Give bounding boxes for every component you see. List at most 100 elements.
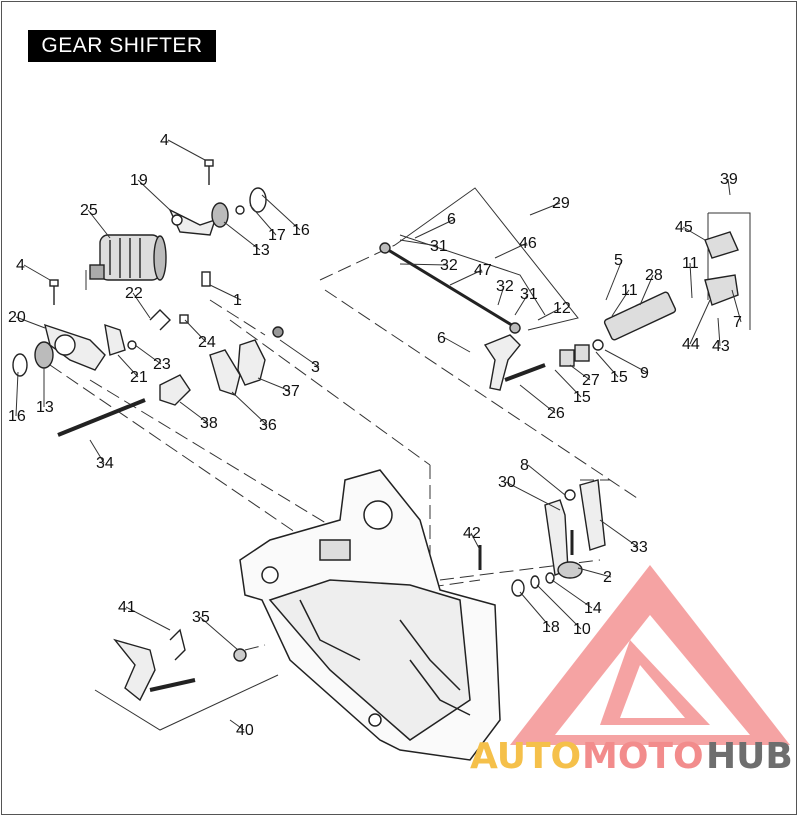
callout-5: 13 [223,221,270,259]
callout-number: 22 [125,285,143,302]
callout-number: 11 [682,255,699,272]
callout-31: 15 [595,351,628,386]
callout-number: 16 [292,222,310,239]
callout-number: 39 [720,171,738,188]
callout-number: 16 [8,408,26,425]
callout-leader [611,289,630,317]
callout-leader [414,218,456,239]
callout-44: 8 [520,457,566,496]
callout-leader [599,519,639,548]
callout-45: 30 [498,474,561,511]
callout-number: 29 [552,195,570,212]
callout-number: 42 [463,525,481,542]
watermark-text-auto: AUTO [470,736,581,777]
callout-leader [527,464,566,496]
watermark-text-moto: MOTO [582,736,704,777]
callout-4: 16 [261,194,310,239]
callout-number: 13 [36,399,54,416]
callout-leader [137,179,171,211]
callout-leader [731,289,742,323]
callout-50: 18 [519,591,560,636]
callout-number: 15 [573,389,591,406]
callout-number: 6 [447,211,456,228]
callout-11: 23 [134,344,171,373]
callout-24: 32 [399,257,458,274]
callout-leader [223,221,261,251]
callout-leader [134,344,162,365]
callout-29: 6 [437,330,471,353]
callout-54: 40 [229,719,254,739]
callout-number: 41 [118,599,136,616]
callout-leader [209,284,242,301]
callout-leader [231,391,268,426]
callout-leader [87,209,111,239]
callout-leader [689,299,711,345]
callout-30: 27 [569,364,600,389]
callout-19: 34 [89,439,114,472]
callout-number: 5 [614,252,623,269]
callout-47: 42 [463,525,481,551]
callout-leader [15,316,46,329]
callout-leader [689,262,693,299]
callout-number: 31 [430,238,448,255]
callout-leader [279,339,320,368]
callout-9: 20 [8,309,46,329]
callout-10: 24 [184,319,216,351]
diagram-title: GEAR SHIFTER [28,30,216,62]
callout-leader [537,307,562,321]
watermark-text-hub: HUB [706,736,793,777]
watermark-wordmark: AUTO MOTO HUB [470,736,793,777]
callout-number: 2 [603,569,612,586]
callout-number: 26 [547,405,565,422]
callout-leader [514,293,529,316]
callout-32: 9 [604,349,649,382]
callout-leader [605,259,623,301]
callout-number: 11 [621,282,638,299]
callout-leader [595,351,619,378]
callout-7: 1 [209,284,242,309]
watermark-logo [510,565,790,745]
callout-leader [536,584,582,630]
callout-number: 31 [520,286,538,303]
callout-8: 22 [125,285,151,319]
callout-22: 31 [399,238,448,255]
callout-number: 32 [440,257,458,274]
callout-number: 44 [682,336,700,353]
callout-6: 4 [16,257,51,281]
callout-number: 6 [437,330,446,347]
callout-17: 38 [179,401,218,432]
callout-number: 12 [553,300,571,317]
callout-number: 28 [645,267,663,284]
callout-number: 24 [198,334,216,351]
callout-18: 36 [231,391,277,434]
callout-39: 28 [639,267,663,306]
callout-number: 7 [733,314,742,331]
callout-33: 26 [519,384,565,422]
callout-35: 39 [720,171,738,196]
callout-43: 43 [712,317,730,355]
callout-46: 33 [599,519,648,556]
callout-number: 27 [582,372,600,389]
callout-number: 45 [675,219,693,236]
callout-number: 4 [16,257,25,274]
callout-14: 13 [36,368,54,416]
callout-2: 25 [80,202,111,239]
callout-number: 13 [252,242,270,259]
callout-number: 36 [259,417,277,434]
callout-leader [577,567,612,578]
callout-26: 32 [496,278,514,306]
callout-1: 19 [130,172,171,211]
callout-number: 32 [496,278,514,295]
callout-number: 18 [542,619,560,636]
callout-leader [497,285,505,306]
callout-25: 47 [449,262,492,286]
callout-number: 46 [519,235,537,252]
callout-number: 20 [8,309,26,326]
callout-leader [257,377,291,392]
callout-51: 10 [536,584,591,638]
callout-leader [167,139,206,161]
callout-leader [199,616,239,651]
callout-leader [132,292,151,319]
